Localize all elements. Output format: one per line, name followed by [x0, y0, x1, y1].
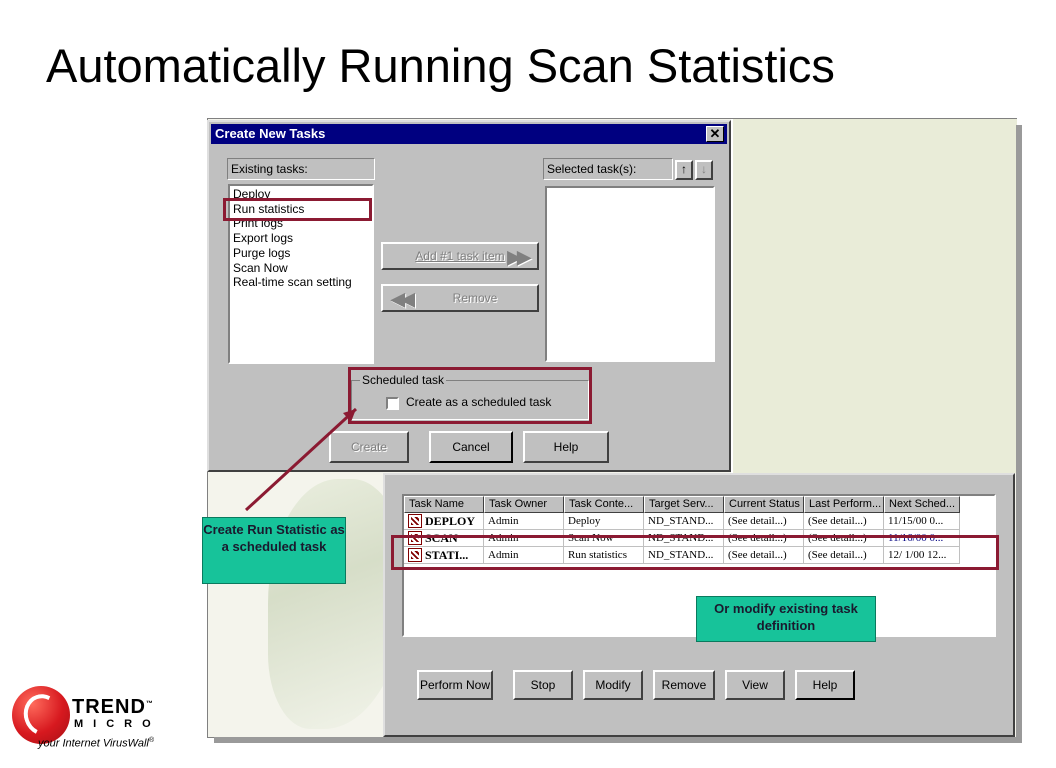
table-cell: Run statistics: [564, 547, 644, 564]
logo-wordmark: TREND™: [72, 696, 154, 718]
logo-tagline: your Internet VirusWall®: [38, 737, 155, 750]
task-icon: [408, 514, 422, 528]
task-name: SCAN: [425, 531, 458, 545]
highlight-run-statistics: [223, 198, 372, 221]
modify-button[interactable]: Modify: [583, 670, 643, 700]
list-item[interactable]: Scan Now: [233, 260, 288, 275]
create-button[interactable]: Create: [329, 431, 409, 463]
list-item[interactable]: Export logs: [233, 231, 294, 246]
remove-button[interactable]: ◀◀ Remove: [381, 284, 539, 312]
dialog-titlebar: Create New Tasks ✕: [211, 124, 727, 144]
slide-title: Automatically Running Scan Statistics: [46, 39, 835, 92]
table-cell: DEPLOY: [404, 513, 484, 530]
task-name: STATI...: [425, 548, 469, 562]
table-cell: ND_STAND...: [644, 547, 724, 564]
task-icon: [408, 531, 422, 545]
column-header[interactable]: Last Perform...: [804, 496, 884, 513]
modify-callout: Or modify existing task definition: [696, 596, 876, 642]
highlight-statistics-row: [391, 535, 999, 570]
table-cell: 11/15/00 0...: [884, 513, 960, 530]
view-button[interactable]: View: [725, 670, 785, 700]
window-shadow: [1016, 125, 1022, 743]
table-header: Task Name Task Owner Task Conte... Targe…: [404, 496, 994, 513]
column-header[interactable]: Task Conte...: [564, 496, 644, 513]
scheduled-task-group: Scheduled task Create as a scheduled tas…: [351, 373, 589, 420]
table-cell: Admin: [484, 547, 564, 564]
logo-submark: MICRO: [74, 718, 161, 730]
table-cell: (See detail...): [724, 547, 804, 564]
create-new-tasks-dialog: Create New Tasks ✕ Existing tasks: Deplo…: [207, 120, 731, 472]
trend-micro-logo: TREND™ MICRO your Internet VirusWall®: [10, 684, 210, 754]
stop-button[interactable]: Stop: [513, 670, 573, 700]
scheduled-task-legend: Scheduled task: [360, 373, 447, 387]
table-cell: (See detail...): [724, 513, 804, 530]
perform-now-button[interactable]: Perform Now: [417, 670, 493, 700]
trend-micro-ball-icon: [12, 686, 70, 744]
column-header[interactable]: Task Owner: [484, 496, 564, 513]
pointer-arrowhead: [343, 409, 356, 422]
scheduled-task-checkbox[interactable]: [386, 397, 399, 410]
table-cell: 12/ 1/00 12...: [884, 547, 960, 564]
task-icon: [408, 548, 422, 562]
move-down-icon[interactable]: ↓: [695, 160, 713, 180]
create-callout: Create Run Statistic as a scheduled task: [202, 517, 346, 584]
table-row[interactable]: DEPLOY Admin Deploy ND_STAND... (See det…: [404, 513, 994, 530]
task-table: Task Name Task Owner Task Conte... Targe…: [402, 494, 996, 637]
background-pane: [731, 119, 1017, 473]
double-right-arrow-icon: ▶▶: [507, 247, 531, 267]
task-name: DEPLOY: [425, 514, 476, 528]
existing-tasks-label: Existing tasks:: [227, 158, 375, 180]
table-cell: Admin: [484, 513, 564, 530]
selected-tasks-list[interactable]: [545, 186, 715, 362]
list-item[interactable]: Run statistics: [233, 201, 305, 216]
remove-label: Remove: [452, 291, 498, 305]
add-task-item-label: Add #1 task item: [415, 249, 505, 263]
list-item[interactable]: Purge logs: [233, 245, 291, 260]
window-shadow: [214, 737, 1022, 743]
table-cell: (See detail...): [804, 547, 884, 564]
table-cell: SCAN: [404, 530, 484, 547]
column-header[interactable]: Current Status: [724, 496, 804, 513]
move-up-icon[interactable]: ↑: [675, 160, 693, 180]
list-item[interactable]: Real-time scan setting: [233, 275, 352, 290]
help-button[interactable]: Help: [523, 431, 609, 463]
column-header[interactable]: Next Sched...: [884, 496, 960, 513]
close-icon[interactable]: ✕: [706, 126, 724, 142]
column-header[interactable]: Task Name: [404, 496, 484, 513]
dialog-title: Create New Tasks: [215, 126, 326, 141]
list-item[interactable]: Deploy: [233, 187, 271, 201]
selected-tasks-label: Selected task(s):: [543, 158, 673, 180]
existing-tasks-list[interactable]: Deploy Run statistics Print logs Export …: [228, 184, 374, 364]
table-cell: STATI...: [404, 547, 484, 564]
cancel-button[interactable]: Cancel: [429, 431, 513, 463]
table-cell: (See detail...): [804, 513, 884, 530]
column-header[interactable]: Target Serv...: [644, 496, 724, 513]
add-task-item-button[interactable]: Add #1 task item ▶▶: [381, 242, 539, 270]
highlight-scheduled-task: [348, 367, 592, 424]
scheduled-task-checkbox-label[interactable]: Create as a scheduled task: [406, 395, 552, 409]
table-row[interactable]: STATI... Admin Run statistics ND_STAND..…: [404, 547, 994, 564]
table-cell: ND_STAND...: [644, 513, 724, 530]
remove-task-button[interactable]: Remove: [653, 670, 715, 700]
help-button[interactable]: Help: [795, 670, 855, 700]
task-list-window: Task Name Task Owner Task Conte... Targe…: [383, 473, 1015, 737]
double-left-arrow-icon: ◀◀: [391, 289, 415, 309]
table-cell: Deploy: [564, 513, 644, 530]
pointer-line: [244, 407, 358, 512]
